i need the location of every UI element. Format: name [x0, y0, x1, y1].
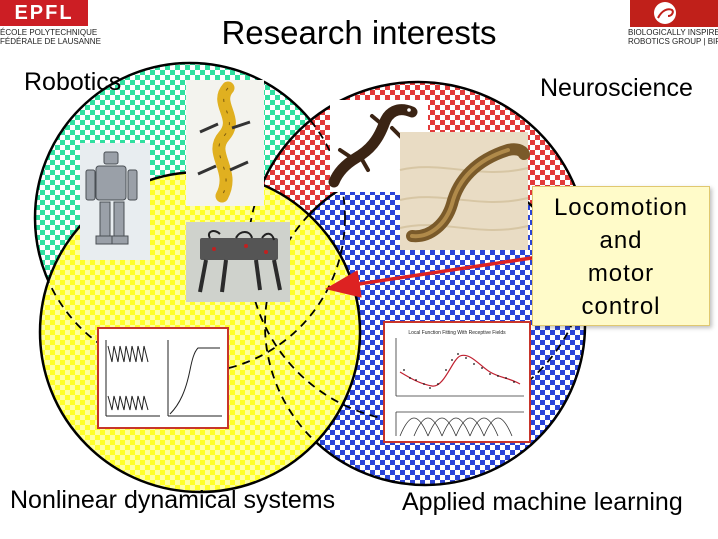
- humanoid-robot-image: [80, 143, 150, 260]
- callout-line-4: control: [581, 293, 661, 320]
- robotics-label: Robotics: [24, 68, 122, 96]
- birg-logo-line-2: ROBOTICS GROUP | BIRG: [628, 37, 718, 46]
- epfl-logo-line-2: FÉDÉRALE DE LAUSANNE: [0, 37, 101, 46]
- epfl-logo-line-1: ÉCOLE POLYTECHNIQUE: [0, 28, 98, 37]
- function-fitting-plot: Local Function Fitting With Receptive Fi…: [383, 321, 531, 443]
- nonlinear-systems-label: Nonlinear dynamical systems: [10, 486, 336, 514]
- neural-traces-plot: [97, 327, 229, 429]
- callout-line-1: Locomotion: [553, 194, 689, 221]
- callout-line-2: and: [599, 227, 643, 254]
- birg-logo-mark: [630, 0, 718, 27]
- salamander-robot-image: [186, 80, 264, 206]
- callout-arrow: [325, 254, 546, 298]
- epfl-logo-subtitle: ÉCOLE POLYTECHNIQUE FÉDÉRALE DE LAUSANNE: [0, 28, 101, 46]
- locomotion-callout: Locomotion and motor control: [532, 186, 710, 326]
- birg-logo-line-1: BIOLOGICALLY INSPIRED: [628, 28, 718, 37]
- quadruped-robot-image: [186, 222, 290, 302]
- snake-image: [399, 132, 530, 250]
- epfl-logo-mark: [0, 0, 88, 26]
- machine-learning-label: Applied machine learning: [402, 488, 683, 516]
- birg-logo-subtitle: BIOLOGICALLY INSPIRED ROBOTICS GROUP | B…: [628, 28, 718, 46]
- slide-title: Research interests: [221, 14, 497, 51]
- neuroscience-label: Neuroscience: [540, 74, 693, 102]
- epfl-logo-text: EPFL: [14, 1, 74, 24]
- epfl-logo: EPFL: [0, 0, 88, 26]
- ml-plot-title: Local Function Fitting With Receptive Fi…: [408, 330, 506, 336]
- callout-line-3: motor: [587, 260, 655, 287]
